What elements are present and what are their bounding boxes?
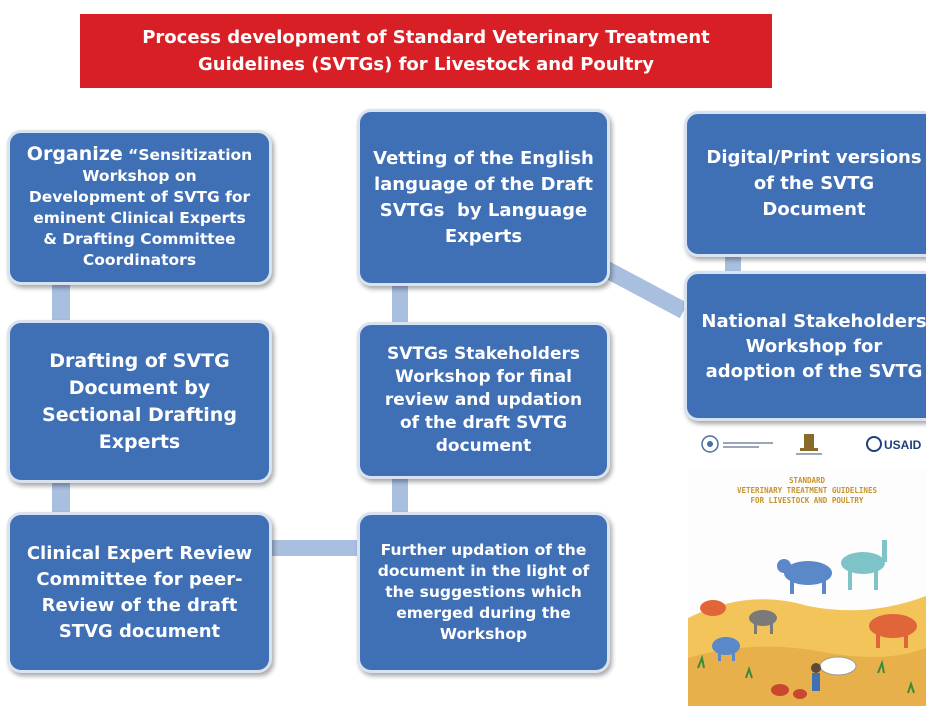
- cover-title-line: STANDARD: [788, 476, 826, 485]
- svtg-cover-image: STANDARD VETERINARY TREATMENT GUIDELINES…: [688, 468, 926, 706]
- step-clinical-expert-review: Clinical Expert Review Committee for pee…: [7, 512, 272, 673]
- step-drafting-line: Document by: [68, 376, 211, 399]
- step-drafting-line: Experts: [98, 430, 181, 453]
- fao-logo: [701, 435, 773, 453]
- cow-icon: [777, 559, 832, 594]
- step-further-updation: Further updation of the document in the …: [357, 512, 610, 673]
- step-further-line: emerged during the: [396, 604, 571, 622]
- step-review-line: STVG document: [58, 620, 221, 642]
- cover-title-line: VETERINARY TREATMENT GUIDELINES: [737, 486, 877, 495]
- step-organize-line: & Drafting Committee: [43, 230, 236, 248]
- connector-further-workshop: [392, 474, 408, 516]
- step-stakeholders-workshop: SVTGs Stakeholders Workshop for final re…: [357, 322, 610, 479]
- step-stakeholders-line: SVTGs Stakeholders: [386, 344, 580, 364]
- step-vetting-line: Experts: [444, 225, 523, 247]
- step-organize-lead-rest: “Sensitization: [128, 146, 253, 164]
- step-further-line: Further updation of the: [380, 541, 587, 559]
- bull-icon: [869, 614, 917, 648]
- step-organize-line: Coordinators: [82, 251, 197, 269]
- india-emblem: [796, 434, 822, 455]
- usaid-logo: USAID: [866, 436, 922, 452]
- connector-organize-drafting: [52, 280, 70, 325]
- step-digital-line: Digital/Print versions: [706, 147, 922, 168]
- step-stakeholders-line: document: [435, 436, 532, 456]
- step-organize-lead: Organize: [26, 143, 123, 165]
- step-further-line: the suggestions which: [385, 583, 582, 601]
- step-vetting-line: SVTGs by Language: [379, 199, 588, 221]
- farmer-icon: [811, 663, 821, 691]
- step-stakeholders-line: Workshop for final: [395, 367, 572, 387]
- step-vetting-line: language of the Draft: [373, 173, 594, 195]
- step-review-line: Review of the draft: [41, 594, 238, 616]
- step-organize-sensitization-workshop: Organize “Sensitization Workshop on Deve…: [7, 130, 272, 285]
- step-drafting-line: Sectional Drafting: [42, 403, 237, 426]
- connector-workshop-vetting: [392, 282, 408, 326]
- cover-title: STANDARD VETERINARY TREATMENT GUIDELINES…: [688, 476, 926, 506]
- step-drafting-line: Drafting of SVTG: [49, 349, 230, 372]
- step-organize-line: Development of SVTG for: [28, 188, 251, 206]
- step-national-stakeholders-workshop: National Stakeholders Workshop for adopt…: [684, 271, 926, 421]
- step-further-line: document in the light of: [377, 562, 590, 580]
- step-digital-line: of the SVTG: [753, 173, 875, 194]
- step-review-line: Clinical Expert Review: [26, 542, 253, 564]
- usaid-logo-text: USAID: [884, 438, 922, 452]
- diagram-title-banner: Process development of Standard Veterina…: [80, 14, 772, 88]
- connector-drafting-review: [52, 478, 70, 516]
- hen-icon: [771, 684, 807, 699]
- step-stakeholders-line: review and updation: [384, 390, 583, 410]
- title-line-1: Process development of Standard Veterina…: [142, 27, 710, 48]
- step-digital-print-versions: Digital/Print versions of the SVTG Docum…: [684, 111, 926, 257]
- step-stakeholders-line: of the draft SVTG: [399, 413, 568, 433]
- step-vetting-line: Vetting of the English: [373, 147, 594, 169]
- step-vetting-english-language: Vetting of the English language of the D…: [357, 109, 610, 286]
- step-national-line: National Stakeholders: [701, 310, 926, 332]
- sheep-icon: [712, 637, 740, 661]
- step-digital-line: Document: [762, 199, 866, 220]
- cover-title-line: FOR LIVESTOCK AND POULTRY: [750, 496, 864, 505]
- partner-logos-graphic: USAID: [701, 434, 922, 455]
- step-organize-line: Workshop on: [82, 167, 197, 185]
- dog-icon: [819, 656, 857, 676]
- grass-icon: [697, 654, 915, 694]
- partner-logos: USAID: [696, 428, 926, 460]
- pig-icon: [700, 600, 726, 616]
- step-national-line: adoption of the SVTG: [705, 360, 923, 382]
- title-line-2: Guidelines (SVTGs) for Livestock and Pou…: [198, 54, 654, 75]
- step-review-line: Committee for peer-: [36, 568, 243, 590]
- cover-illustration: [688, 540, 926, 706]
- step-drafting-document: Drafting of SVTG Document by Sectional D…: [7, 320, 272, 483]
- goat-icon: [749, 610, 777, 634]
- camel-icon: [841, 540, 887, 590]
- connector-national-digital: [725, 252, 741, 276]
- connector-review-further: [270, 540, 360, 556]
- step-organize-line: eminent Clinical Experts: [33, 209, 246, 227]
- step-national-line: Workshop for: [745, 335, 883, 357]
- step-further-line: Workshop: [439, 625, 528, 643]
